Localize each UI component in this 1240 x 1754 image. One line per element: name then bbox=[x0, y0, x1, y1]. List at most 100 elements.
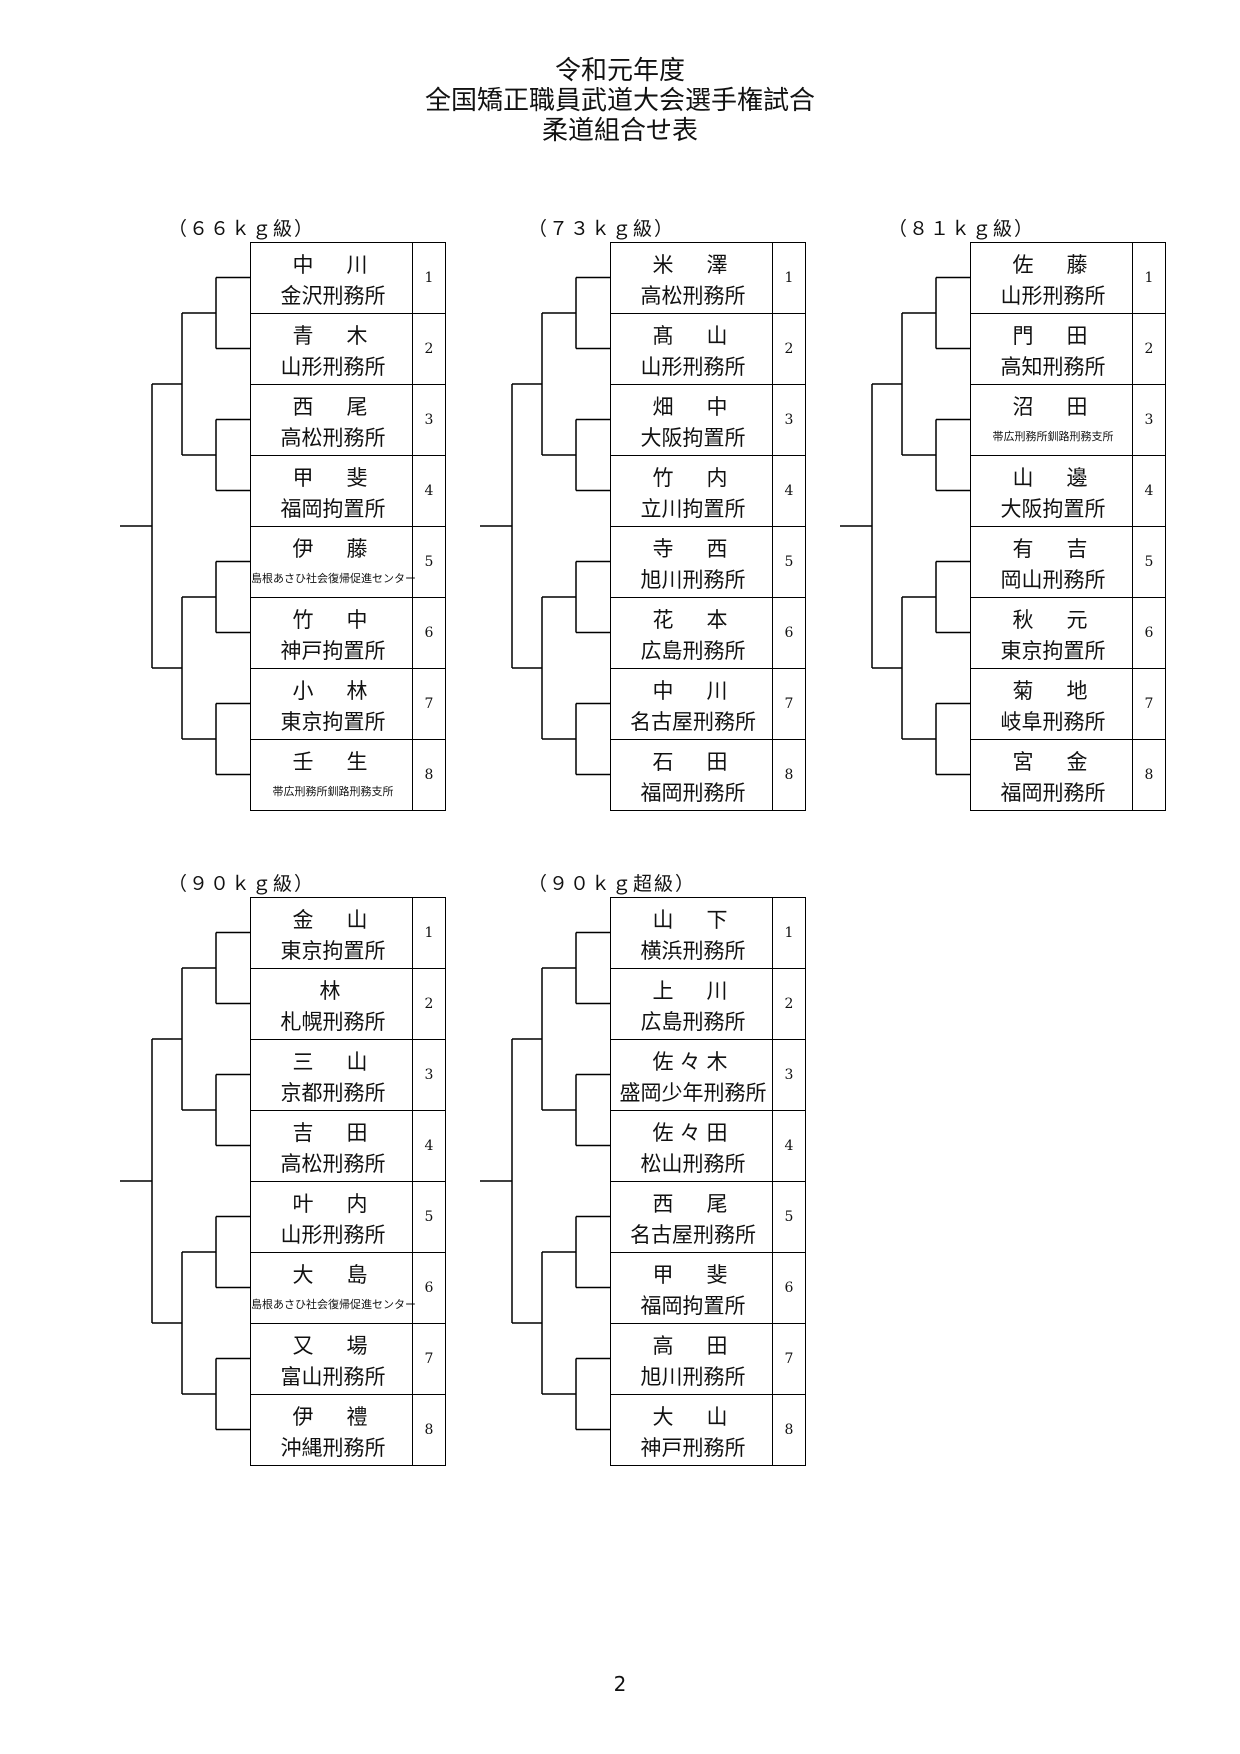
competitor-name: 中 川 bbox=[652, 679, 734, 703]
seed-number: 2 bbox=[412, 969, 445, 1039]
seed-number: 5 bbox=[1132, 527, 1165, 597]
competitor-affiliation: 京都刑務所 bbox=[280, 1081, 386, 1105]
competitor-name: 髙 山 bbox=[652, 324, 734, 348]
competitor-affiliation: 山形刑務所 bbox=[280, 355, 386, 379]
competitor-name: 壬 生 bbox=[292, 750, 374, 774]
competitor-name: 竹 内 bbox=[652, 466, 734, 490]
division-label: （６６ｋｇ級） bbox=[168, 218, 316, 240]
competitor-affiliation: 旭川刑務所 bbox=[640, 1365, 746, 1389]
seed-number: 2 bbox=[772, 314, 805, 384]
competitor-name: 有 吉 bbox=[1012, 537, 1094, 561]
competitor-name: 西 尾 bbox=[292, 395, 374, 419]
competitor-affiliation: 名古屋刑務所 bbox=[630, 1223, 756, 1247]
competitor-name: 沼 田 bbox=[1012, 395, 1094, 419]
seed-number: 4 bbox=[412, 456, 445, 526]
competitor-affiliation: 帯広刑務所釧路刑務支所 bbox=[992, 430, 1114, 443]
competitor-name: 小 林 bbox=[292, 679, 374, 703]
competitor-name: 寺 西 bbox=[652, 537, 734, 561]
bracket-lines bbox=[120, 276, 250, 776]
competitor-name: 宮 金 bbox=[1012, 750, 1094, 774]
bracket-lines bbox=[120, 931, 250, 1431]
competitor-affiliation: 島根あさひ社会復帰促進センター bbox=[251, 1298, 416, 1311]
competitor-name: 佐々田 bbox=[652, 1121, 734, 1145]
seed-number: 3 bbox=[772, 1040, 805, 1110]
competitor-affiliation: 大阪拘置所 bbox=[1000, 497, 1106, 521]
competitor-affiliation: 島根あさひ社会復帰促進センター bbox=[251, 572, 416, 585]
seed-number: 3 bbox=[772, 385, 805, 455]
seed-number: 4 bbox=[1132, 456, 1165, 526]
bracket-lines bbox=[840, 276, 970, 776]
entry-cell: 竹 内立川拘置所 4 bbox=[610, 455, 806, 527]
entry-cell: 髙 山山形刑務所 2 bbox=[610, 313, 806, 385]
competitor-affiliation: 山形刑務所 bbox=[640, 355, 746, 379]
seed-number: 2 bbox=[412, 314, 445, 384]
competitor-name: 石 田 bbox=[652, 750, 734, 774]
seed-number: 1 bbox=[772, 243, 805, 313]
seed-number: 6 bbox=[1132, 598, 1165, 668]
seed-number: 8 bbox=[412, 1395, 445, 1465]
competitor-affiliation: 東京拘置所 bbox=[280, 939, 386, 963]
competitor-affiliation: 岐阜刑務所 bbox=[1000, 710, 1106, 734]
competitor-name: 叶 内 bbox=[292, 1192, 374, 1216]
seed-number: 2 bbox=[772, 969, 805, 1039]
seed-number: 7 bbox=[412, 669, 445, 739]
competitor-affiliation: 帯広刑務所釧路刑務支所 bbox=[272, 785, 394, 798]
division-label: （９０ｋｇ超級） bbox=[528, 873, 697, 895]
seed-number: 6 bbox=[772, 598, 805, 668]
competitor-name: 菊 地 bbox=[1012, 679, 1094, 703]
seed-number: 7 bbox=[772, 1324, 805, 1394]
competitor-name: 吉 田 bbox=[292, 1121, 374, 1145]
entry-cell: 高 田旭川刑務所 7 bbox=[610, 1323, 806, 1395]
seed-number: 1 bbox=[412, 898, 445, 968]
competitor-name: 又 場 bbox=[292, 1334, 374, 1358]
competitor-name: 金 山 bbox=[292, 908, 374, 932]
seed-number: 2 bbox=[1132, 314, 1165, 384]
competitor-affiliation: 立川拘置所 bbox=[640, 497, 746, 521]
seed-number: 5 bbox=[412, 1182, 445, 1252]
competitor-name: 米 澤 bbox=[652, 253, 734, 277]
seed-number: 8 bbox=[772, 740, 805, 810]
title-line-3: 柔道組合せ表 bbox=[541, 116, 698, 146]
seed-number: 4 bbox=[772, 456, 805, 526]
competitor-affiliation: 神戸拘置所 bbox=[280, 639, 386, 663]
division-label: （９０ｋｇ級） bbox=[168, 873, 316, 895]
competitor-affiliation: 高松刑務所 bbox=[280, 1152, 386, 1176]
competitor-name: 花 本 bbox=[652, 608, 734, 632]
competitor-affiliation: 東京拘置所 bbox=[1000, 639, 1106, 663]
competitor-affiliation: 高松刑務所 bbox=[640, 284, 746, 308]
competitor-affiliation: 盛岡少年刑務所 bbox=[619, 1081, 767, 1105]
seed-number: 5 bbox=[412, 527, 445, 597]
competitor-name: 畑 中 bbox=[652, 395, 734, 419]
seed-number: 7 bbox=[412, 1324, 445, 1394]
competitor-name: 三 山 bbox=[292, 1050, 374, 1074]
title-line-2: 全国矯正職員武道大会選手権試合 bbox=[424, 86, 815, 116]
competitor-name: 中 川 bbox=[292, 253, 374, 277]
competitor-name: 山 邊 bbox=[1012, 466, 1094, 490]
competitor-affiliation: 富山刑務所 bbox=[280, 1365, 386, 1389]
competitor-name: 高 田 bbox=[652, 1334, 734, 1358]
bracket-lines bbox=[480, 276, 610, 776]
competitor-name: 甲 斐 bbox=[292, 466, 374, 490]
seed-number: 3 bbox=[412, 1040, 445, 1110]
